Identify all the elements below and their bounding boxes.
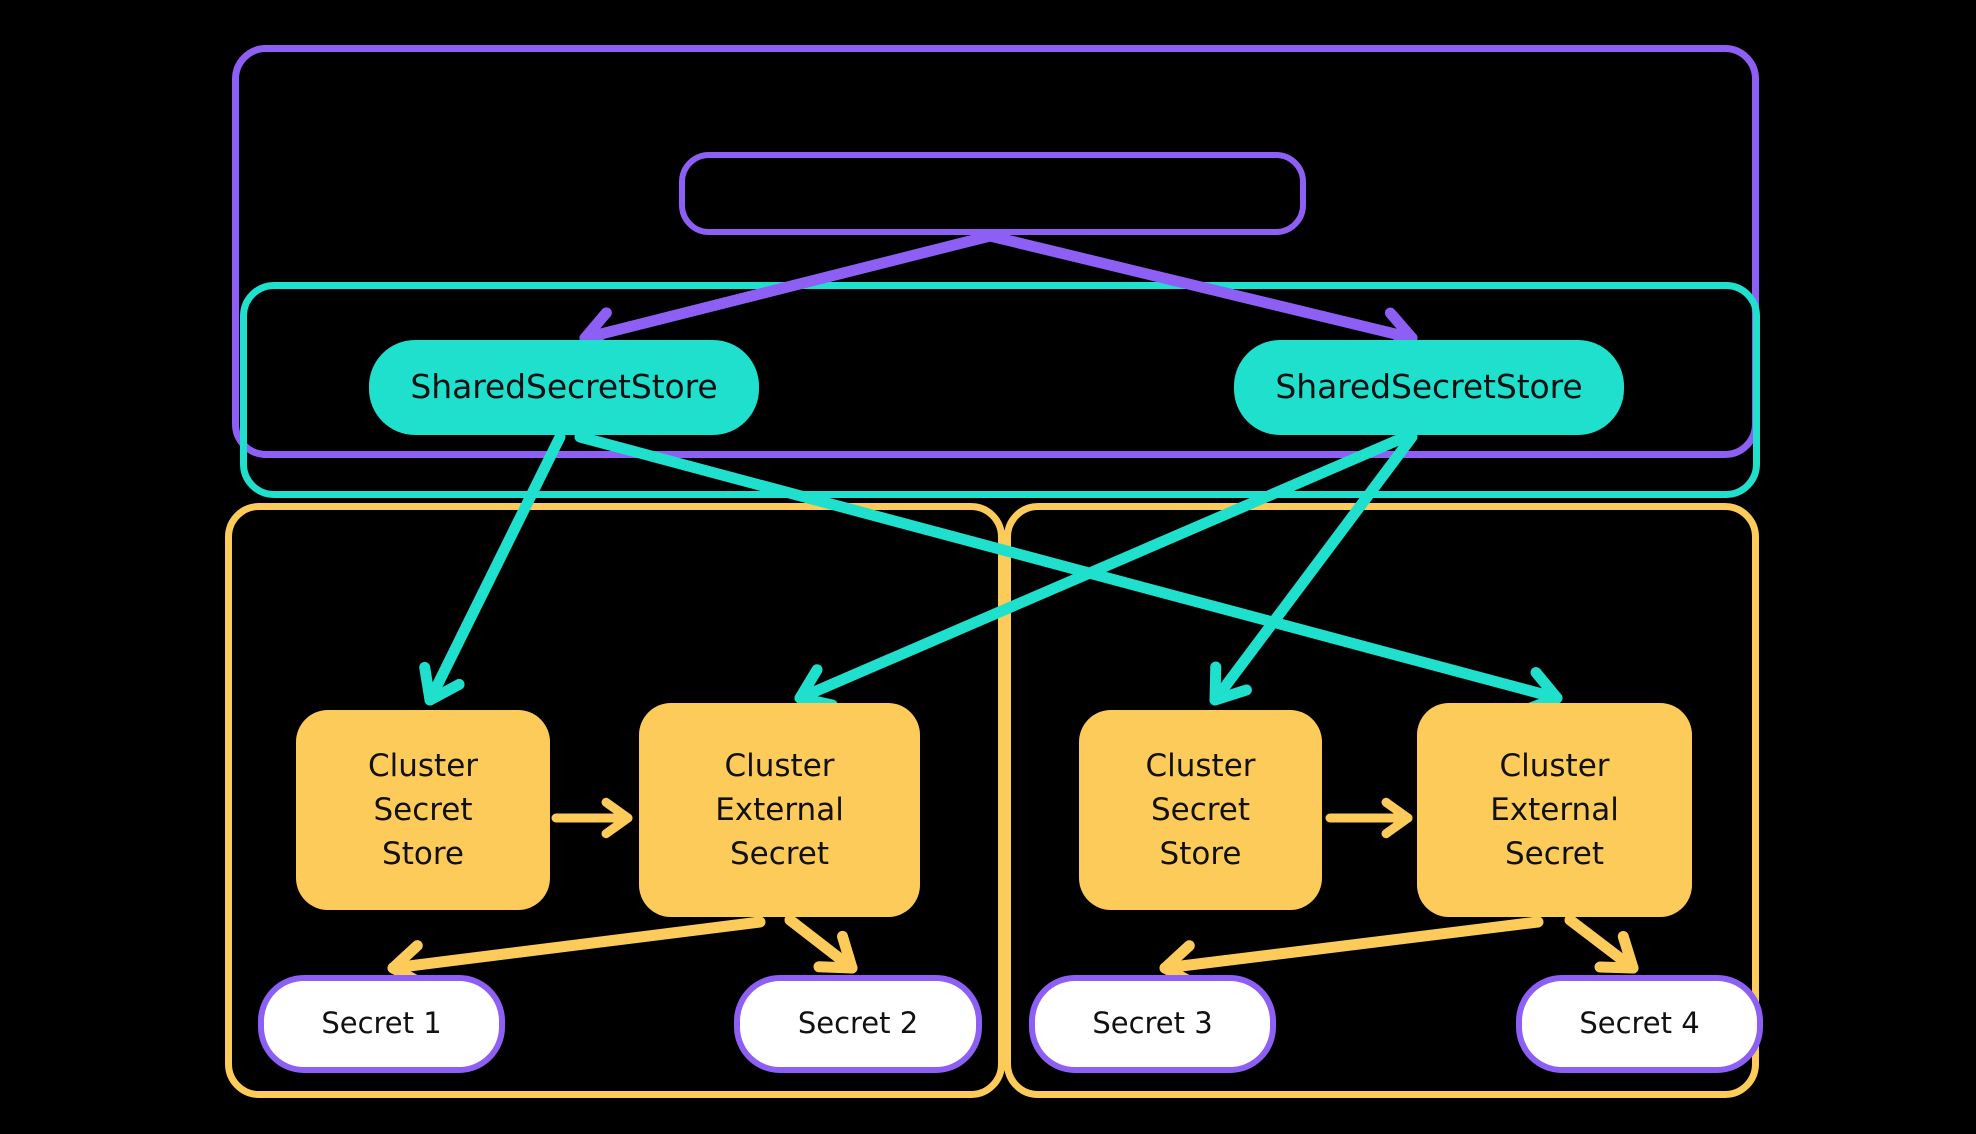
shared-secret-store-right-label: SharedSecretStore [1275, 367, 1583, 407]
cluster-external-secret-right-line-1: Cluster [1499, 747, 1610, 784]
cluster-secret-store-left-line-2: Secret [373, 791, 473, 828]
secret-1-pill-label: Secret 1 [321, 1006, 442, 1041]
cluster-external-secret-left-line-3: Secret [729, 836, 830, 872]
cluster-secret-store-left-line-3: Store [382, 836, 464, 872]
shared-secret-store-right[interactable]: SharedSecretStore [1234, 340, 1624, 435]
secret-3-pill-label: Secret 3 [1092, 1006, 1213, 1041]
secret-4-pill-label: Secret 4 [1579, 1006, 1700, 1041]
cluster-secret-store-right-line-2: Secret [1150, 791, 1251, 828]
cluster-secret-store-right-line-3: Store [1159, 836, 1242, 872]
cluster-secret-store-right-line-1: Cluster [1145, 747, 1256, 784]
cluster-secret-store-left-line-1: Cluster [367, 747, 479, 784]
secret-2-pill-label: Secret 2 [797, 1006, 919, 1041]
root-pill[interactable] [679, 152, 1306, 235]
cluster-external-secret-left-line-1: Cluster [724, 747, 835, 784]
shared-secret-store-left-label: SharedSecretStore [410, 367, 718, 407]
secret-1-pill[interactable]: Secret 1 [258, 975, 505, 1073]
shared-secret-store-left[interactable]: SharedSecretStore [369, 340, 759, 435]
secret-4-pill[interactable]: Secret 4 [1516, 975, 1763, 1073]
secret-3-pill[interactable]: Secret 3 [1029, 975, 1276, 1073]
cluster-external-secret-right-line-3: Secret [1504, 836, 1605, 872]
cluster-external-secret-left-line-2: External [715, 791, 844, 828]
cluster-external-secret-right-line-2: External [1490, 791, 1619, 828]
secret-2-pill[interactable]: Secret 2 [734, 975, 982, 1073]
